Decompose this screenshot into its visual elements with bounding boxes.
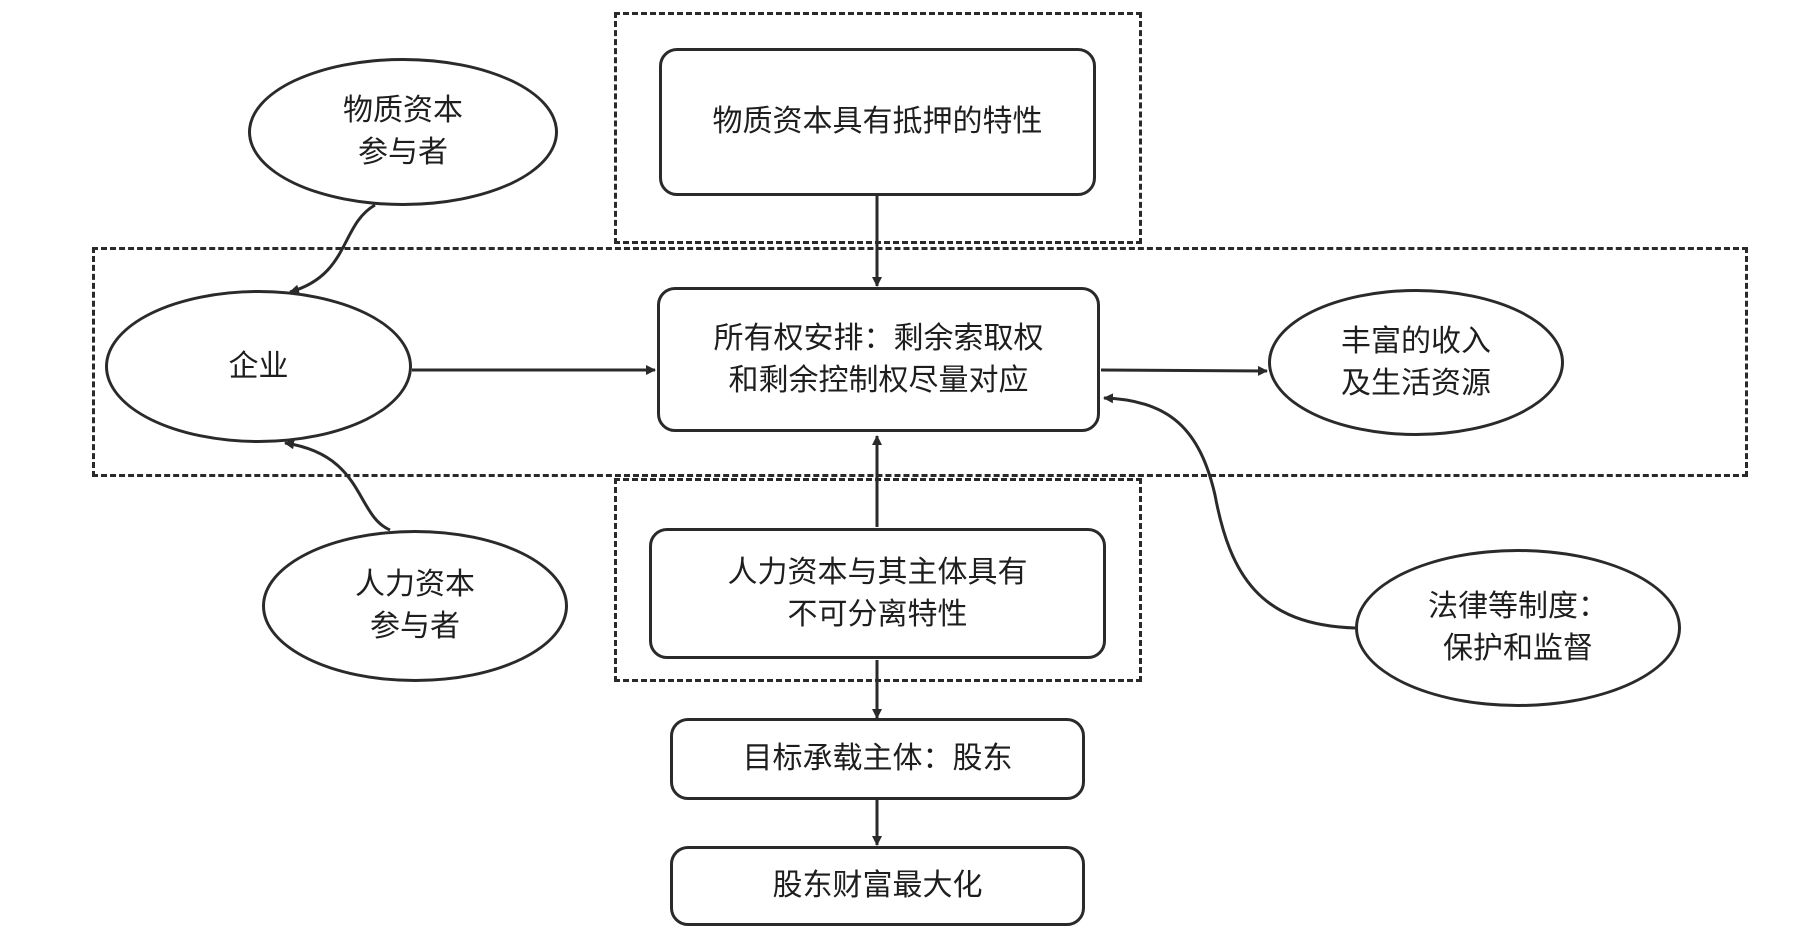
human-capital-feature-box: 人力资本与其主体具有 不可分离特性 — [649, 528, 1106, 659]
arrow-physical-participant-to-enterprise — [289, 203, 376, 295]
rich-income-ellipse: 丰富的收入 及生活资源 — [1268, 289, 1564, 436]
shareholder-wealth-box: 股东财富最大化 — [670, 846, 1085, 926]
arrow-legal-to-ownership — [1103, 393, 1356, 630]
physical-capital-participant-ellipse: 物质资本 参与者 — [248, 58, 558, 206]
target-bearer-box: 目标承载主体：股东 — [670, 718, 1085, 800]
ownership-arrangement-box: 所有权安排：剩余索取权 和剩余控制权尽量对应 — [657, 287, 1100, 432]
enterprise-ellipse: 企业 — [105, 290, 412, 443]
dashed-frame-middle — [92, 247, 1748, 477]
physical-capital-feature-box: 物质资本具有抵押的特性 — [659, 48, 1096, 196]
arrow-ownership-to-income — [1100, 365, 1268, 376]
legal-system-ellipse: 法律等制度： 保护和监督 — [1355, 549, 1681, 707]
human-capital-participant-ellipse: 人力资本 参与者 — [262, 530, 568, 682]
arrow-human-participant-to-enterprise — [284, 439, 391, 532]
